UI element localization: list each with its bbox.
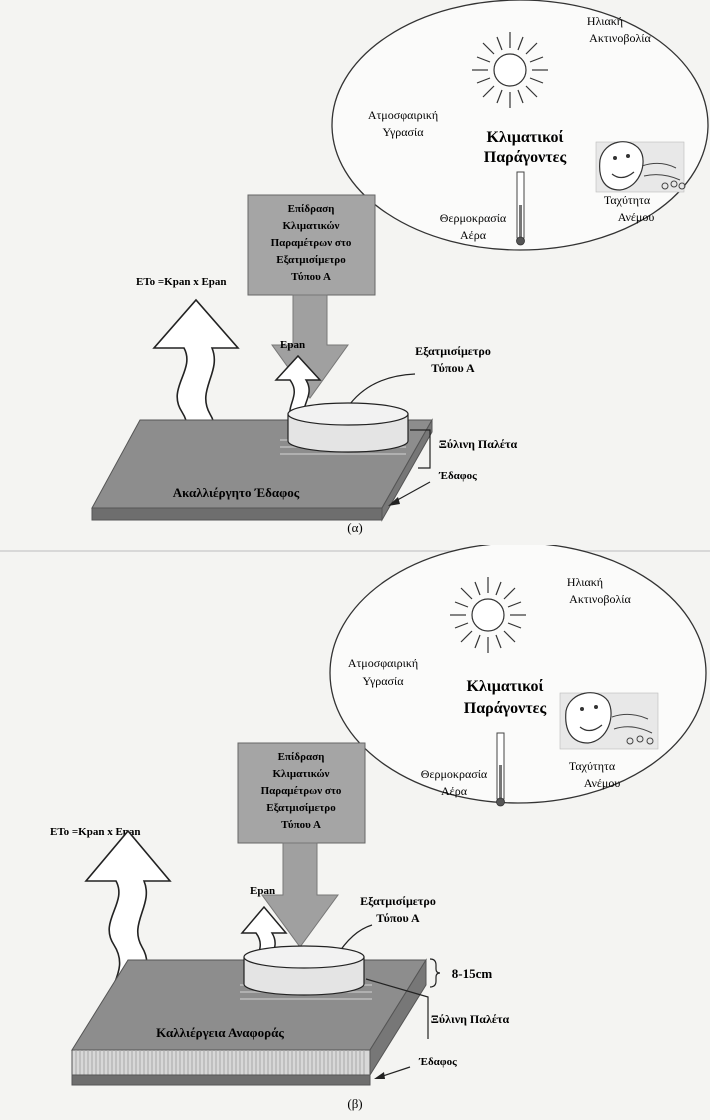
effect-box	[247, 194, 376, 296]
temperature-label-1: Θερμοκρασία	[440, 211, 507, 225]
epan-label: Epan	[280, 339, 305, 351]
effect-line-3: Παραμέτρων στο	[271, 237, 352, 249]
wind-label-1: Ταχύτητα	[604, 193, 651, 207]
pallet-pointer-line	[365, 978, 429, 1039]
effect-line-4: Εξατμισίμετρο	[276, 254, 346, 266]
pan-label-2: Τύπου Α	[431, 361, 475, 375]
panel-a-diagram: Ηλιακή Ακτινοβολία Ατμοσφαιρική Υγρασία …	[91, 0, 709, 535]
sun-icon	[450, 577, 526, 653]
solar-label-2: Ακτινοβολία	[589, 31, 651, 45]
wind-label-2: Ανέμου	[584, 776, 621, 790]
solar-label-1: Ηλιακή	[587, 14, 623, 28]
pan-label-1: Εξατμισίμετρο	[360, 894, 436, 908]
epan-label: Epan	[250, 885, 275, 897]
ground-label: Ακαλλιέργητο Έδαφος	[173, 485, 300, 500]
humidity-label-1: Ατμοσφαιρική	[368, 108, 438, 122]
effect-line-2: Κλιματικών	[273, 768, 330, 780]
effect-line-3: Παραμέτρων στο	[261, 785, 342, 797]
panel-separator	[0, 550, 710, 552]
evaporation-pan	[287, 402, 409, 453]
caption-a: (α)	[347, 520, 362, 535]
thermometer-icon	[496, 732, 505, 807]
effect-line-4: Εξατμισίμετρο	[266, 802, 336, 814]
soil-pointer-line	[379, 1066, 411, 1078]
eto-label: ETo =Kpan x Epan	[136, 276, 227, 288]
factors-label-1: Κλιματικοί	[487, 129, 564, 146]
factors-label-2: Παράγοντες	[484, 149, 567, 166]
ground-label: Καλλιέργεια Αναφοράς	[156, 1025, 284, 1040]
humidity-label-2: Υγρασία	[362, 674, 404, 688]
effect-line-5: Τύπου Α	[291, 271, 331, 283]
ground-side	[381, 418, 433, 522]
effect-line-1: Επίδραση	[278, 751, 325, 763]
solar-label-2: Ακτινοβολία	[569, 592, 631, 606]
effect-line-2: Κλιματικών	[283, 220, 340, 232]
panel-b-diagram: Ηλιακή Ακτινοβολία Ατμοσφαιρική Υγρασία …	[50, 542, 707, 1111]
effect-arrow	[261, 842, 339, 948]
evaporation-pan	[243, 945, 365, 996]
pan-pointer-line	[349, 373, 416, 405]
solar-label-1: Ηλιακή	[567, 575, 603, 589]
temperature-label-2: Αέρα	[441, 784, 468, 798]
humidity-label-1: Ατμοσφαιρική	[348, 656, 418, 670]
factors-label-2: Παράγοντες	[464, 700, 547, 717]
pallet-label: Ξύλινη Παλέτα	[431, 1012, 510, 1026]
wind-label-1: Ταχύτητα	[569, 759, 616, 773]
soil-label: Έδαφος	[418, 1056, 457, 1068]
temperature-label-1: Θερμοκρασία	[421, 767, 488, 781]
caption-b: (β)	[347, 1096, 362, 1111]
pan-label-1: Εξατμισίμετρο	[415, 344, 491, 358]
height-label: 8-15cm	[452, 966, 493, 981]
pan-label-2: Τύπου Α	[376, 911, 420, 925]
pallet-label: Ξύλινη Παλέτα	[439, 437, 518, 451]
panel-b: Ηλιακή Ακτινοβολία Ατμοσφαιρική Υγρασία …	[0, 542, 710, 1111]
wind-face-icon	[559, 692, 659, 750]
thermometer-icon	[516, 171, 525, 246]
ground-front	[91, 507, 383, 521]
eto-label: ETo =Kpan x Epan	[50, 826, 141, 838]
wind-label-2: Ανέμου	[618, 210, 655, 224]
soil-label: Έδαφος	[438, 470, 477, 482]
effect-box	[237, 742, 366, 844]
height-bracket	[429, 958, 441, 988]
humidity-label-2: Υγρασία	[382, 125, 424, 139]
soil-pointer-head	[388, 497, 400, 506]
effect-line-5: Τύπου Α	[281, 819, 321, 831]
panel-a: Ηλιακή Ακτινοβολία Ατμοσφαιρική Υγρασία …	[0, 0, 710, 540]
effect-arrow	[271, 294, 349, 399]
sun-icon	[472, 32, 548, 108]
factors-label-1: Κλιματικοί	[467, 678, 544, 695]
soil-layer	[71, 1074, 371, 1086]
crop-stripes	[75, 1050, 365, 1075]
effect-line-1: Επίδραση	[288, 203, 335, 215]
epan-wavy-arrow	[274, 354, 322, 421]
crop-band	[71, 1049, 371, 1076]
pallet-pointer-line	[410, 429, 431, 469]
wind-face-icon	[595, 141, 686, 193]
soil-pointer-head	[374, 1072, 385, 1079]
temperature-label-2: Αέρα	[460, 228, 487, 242]
